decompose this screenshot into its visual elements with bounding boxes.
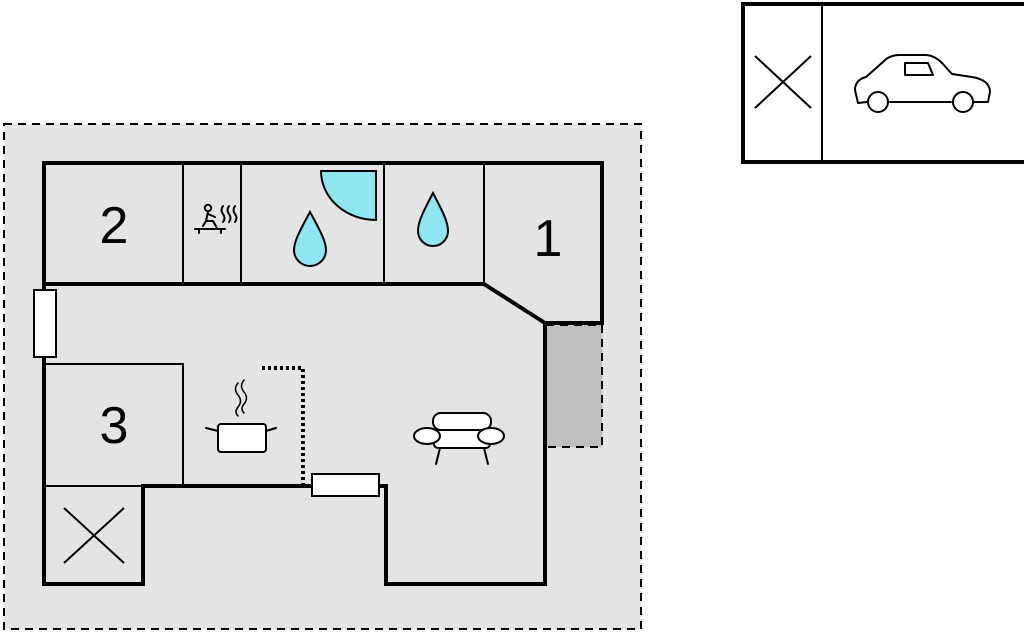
shower-door <box>319 170 377 222</box>
cooking-pot-icon <box>205 379 277 453</box>
window <box>33 289 57 358</box>
cross-icon <box>63 507 125 564</box>
room-label-bedroom-3: 3 <box>100 397 129 455</box>
window <box>311 473 380 497</box>
cross-icon <box>754 55 812 109</box>
water-drop-icon <box>292 209 328 267</box>
water-drop-icon <box>416 190 450 247</box>
sofa-icon <box>413 412 505 465</box>
kitchen-partition <box>262 366 305 486</box>
wall <box>482 282 547 325</box>
plot-boundary <box>3 123 642 630</box>
car-icon <box>854 54 991 113</box>
sauna-icon <box>194 203 238 234</box>
terrace <box>545 324 603 448</box>
room-label-bedroom-1: 1 <box>534 210 563 268</box>
room-label-bedroom-2: 2 <box>100 197 129 255</box>
house-outline <box>42 161 604 586</box>
wall <box>44 363 184 486</box>
